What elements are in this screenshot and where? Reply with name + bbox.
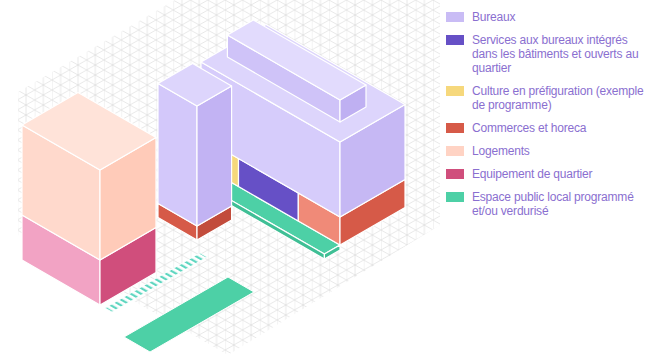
legend-swatch (446, 169, 464, 179)
legend-entry: Equipement de quartier (446, 167, 654, 181)
legend-entry: Culture en préfiguration (exemple de pro… (446, 84, 654, 112)
legend-label: Bureaux (472, 10, 515, 24)
legend-label: Services aux bureaux intégrés dans les b… (472, 33, 650, 75)
legend-label: Culture en préfiguration (exemple de pro… (472, 84, 650, 112)
office-main-block (185, 20, 405, 259)
isometric-illustration (0, 0, 445, 362)
legend-label: Commerces et horeca (472, 121, 586, 135)
legend-entry: Logements (446, 144, 654, 158)
legend-swatch (446, 35, 464, 45)
legend-swatch (446, 146, 464, 156)
legend-swatch (446, 12, 464, 22)
legend-swatch (446, 86, 464, 96)
legend-label: Equipement de quartier (472, 167, 592, 181)
housing-block (22, 93, 156, 306)
grid-ground (18, 0, 440, 355)
legend-swatch (446, 192, 464, 202)
office-thin-tower (158, 64, 232, 241)
legend: BureauxServices aux bureaux intégrés dan… (446, 10, 654, 227)
legend-entry: Commerces et horeca (446, 121, 654, 135)
legend-entry: Services aux bureaux intégrés dans les b… (446, 33, 654, 75)
legend-label: Espace public local programmé et/ou verd… (472, 190, 650, 218)
legend-entry: Espace public local programmé et/ou verd… (446, 190, 654, 218)
legend-label: Logements (472, 144, 530, 158)
legend-swatch (446, 123, 464, 133)
legend-entry: Bureaux (446, 10, 654, 24)
